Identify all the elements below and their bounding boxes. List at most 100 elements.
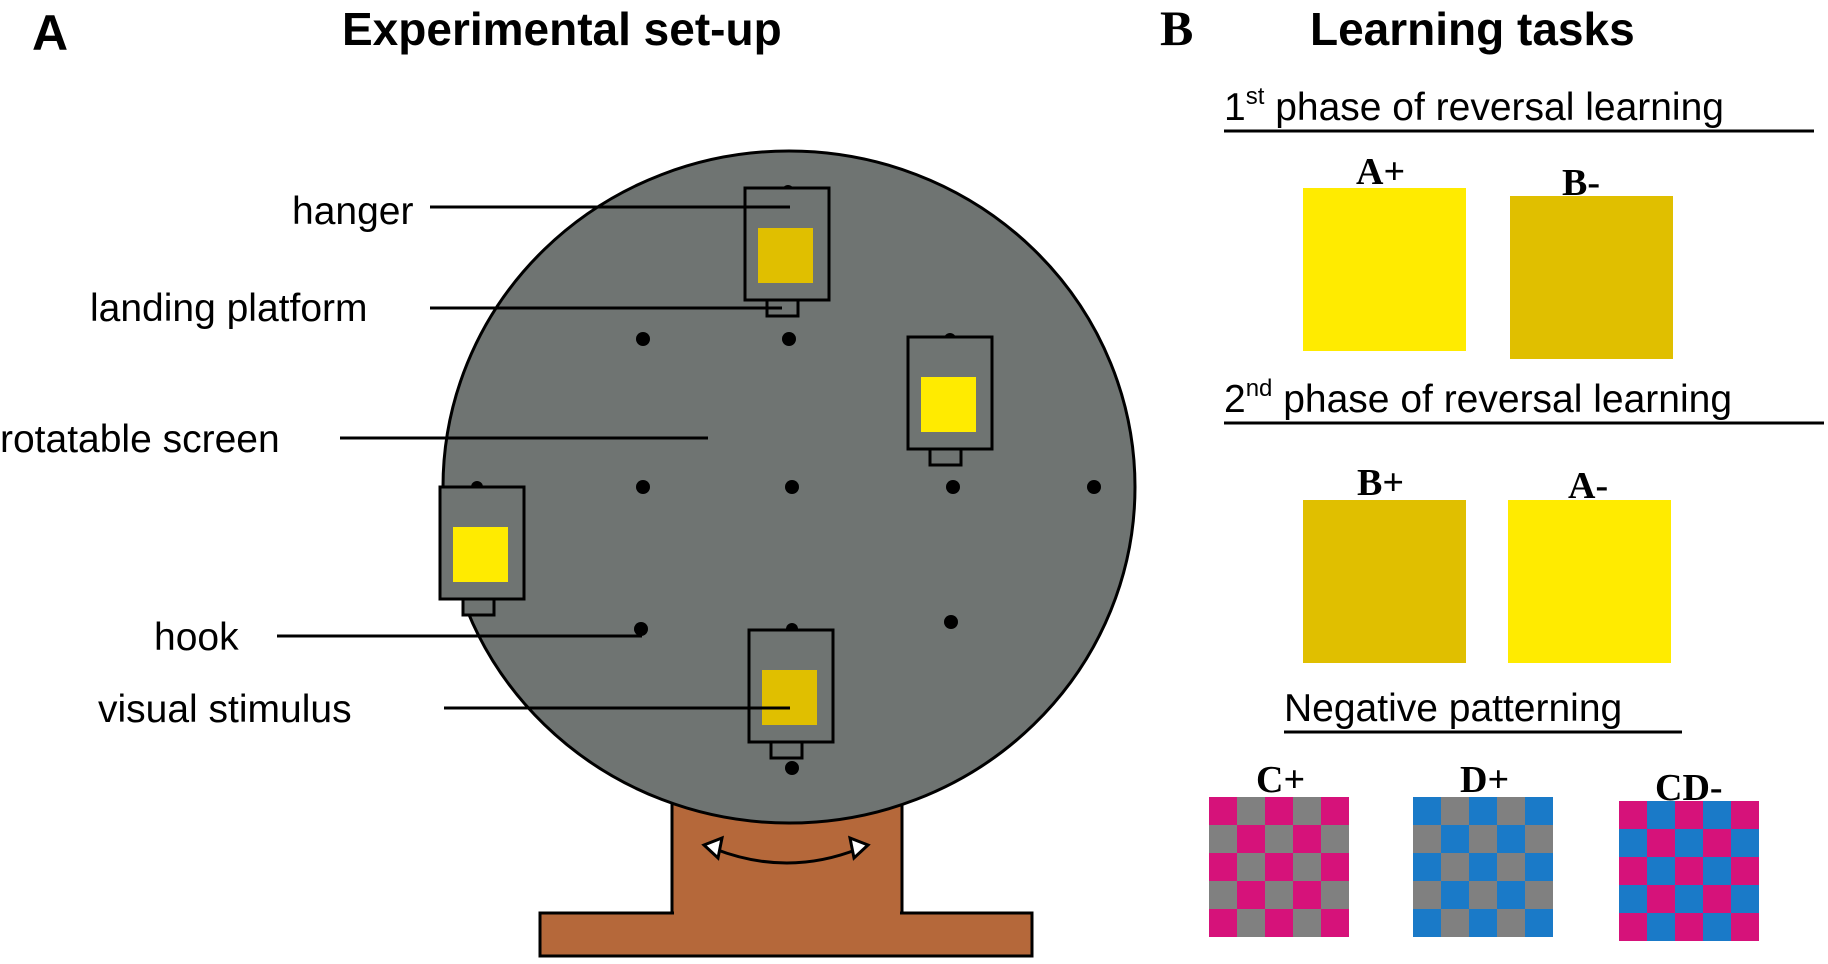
checker-cell <box>1619 829 1647 857</box>
hook <box>946 480 960 494</box>
checker-cell <box>1469 853 1497 881</box>
checker-cell <box>1237 853 1265 881</box>
checker-cell <box>1441 881 1469 909</box>
checker-cell <box>1525 909 1553 937</box>
label-rotatable-screen: rotatable screen <box>0 418 280 461</box>
phase2-left-label: B+ <box>1357 462 1404 504</box>
checker-cell <box>1525 797 1553 825</box>
checker-cell <box>1497 909 1525 937</box>
label-visual-stimulus: visual stimulus <box>98 688 352 731</box>
checker-cell <box>1413 909 1441 937</box>
checker-cell <box>1731 801 1759 829</box>
checker-cell <box>1209 825 1237 853</box>
stand-joint-cover <box>674 905 900 917</box>
checker-cell <box>1731 885 1759 913</box>
phase1-ordinal: 1 <box>1224 86 1246 129</box>
rotation-arrowhead-right-icon <box>847 835 871 861</box>
checker-cell <box>1469 797 1497 825</box>
panel-b-letter: B <box>1160 0 1193 56</box>
stand-base <box>538 911 1034 958</box>
checker-cell <box>1675 857 1703 885</box>
checker-cell <box>1321 909 1349 937</box>
checker-cell <box>1293 909 1321 937</box>
checker-cell <box>1469 881 1497 909</box>
phase2-heading-rest: phase of reversal learning <box>1272 378 1732 421</box>
checker-cell <box>1237 909 1265 937</box>
phase1-right-stimulus <box>1510 196 1673 359</box>
landing-platform <box>461 597 496 617</box>
visual-stimulus <box>758 228 813 283</box>
checker-cell <box>1647 801 1675 829</box>
checker-cell <box>1321 825 1349 853</box>
label-landing-platform: landing platform <box>90 287 368 330</box>
panel-b-title: Learning tasks <box>1310 3 1635 55</box>
checker-cell <box>1441 909 1469 937</box>
checker-cell <box>1209 853 1237 881</box>
checker-cell <box>1209 881 1237 909</box>
checker-cell <box>1293 881 1321 909</box>
checker-cell <box>1321 853 1349 881</box>
checker-cell <box>1293 853 1321 881</box>
checker-cell <box>1265 797 1293 825</box>
checkerboard-d-stimulus <box>1413 797 1553 937</box>
phase1-heading: 1st phase of reversal learning <box>1224 83 1724 129</box>
hook <box>944 615 958 629</box>
checker-cell <box>1619 801 1647 829</box>
checker-cell <box>1731 829 1759 857</box>
phase1-left-stimulus <box>1303 188 1466 351</box>
checker-cell <box>1293 825 1321 853</box>
checker-cell <box>1237 797 1265 825</box>
checker-cell <box>1237 881 1265 909</box>
callout-lines <box>277 205 790 710</box>
checker-cell <box>1237 825 1265 853</box>
checker-cell <box>1675 829 1703 857</box>
checker-cell <box>1321 797 1349 825</box>
checker-cell <box>1413 881 1441 909</box>
checker-cell <box>1647 885 1675 913</box>
checker-cell <box>1413 853 1441 881</box>
checker-cell <box>1675 801 1703 829</box>
label-hanger: hanger <box>292 190 413 233</box>
landing-platform <box>928 447 963 467</box>
checker-cell <box>1647 829 1675 857</box>
hook <box>785 761 799 775</box>
checker-cell <box>1703 885 1731 913</box>
checker-cell <box>1619 885 1647 913</box>
rotation-arrowhead-left-icon <box>701 835 725 861</box>
hook <box>782 332 796 346</box>
hook <box>636 480 650 494</box>
checker-cell <box>1441 825 1469 853</box>
checker-cell <box>1413 825 1441 853</box>
visual-stimulus <box>453 527 508 582</box>
panel-a-letter: A <box>32 5 68 61</box>
hanger-unit-bottom <box>747 628 835 760</box>
checker-cell <box>1675 913 1703 941</box>
checker-cell <box>1497 825 1525 853</box>
phase2-right-stimulus <box>1508 500 1671 663</box>
panel-a-title: Experimental set-up <box>342 3 782 55</box>
phase2-ordinal-suffix: nd <box>1246 375 1273 402</box>
landing-platform <box>769 740 804 760</box>
checker-cell <box>1675 885 1703 913</box>
checker-cell <box>1619 857 1647 885</box>
hook <box>785 480 799 494</box>
checker-cell <box>1441 853 1469 881</box>
visual-stimulus <box>921 377 976 432</box>
checker-cell <box>1321 881 1349 909</box>
checker-cell <box>1647 857 1675 885</box>
checker-cell <box>1647 913 1675 941</box>
checker-cell <box>1469 909 1497 937</box>
checker-cell <box>1703 913 1731 941</box>
rotation-arrow-icon <box>714 847 859 865</box>
label-hook: hook <box>154 616 239 659</box>
visual-stimulus <box>762 670 817 725</box>
negative-c-label: C+ <box>1256 759 1305 801</box>
checker-cell <box>1731 913 1759 941</box>
checker-cell <box>1209 797 1237 825</box>
checker-cell <box>1525 853 1553 881</box>
hook <box>636 332 650 346</box>
checker-cell <box>1703 801 1731 829</box>
checker-cell <box>1497 797 1525 825</box>
checker-cell <box>1731 857 1759 885</box>
phase2-heading: 2nd phase of reversal learning <box>1224 375 1732 421</box>
